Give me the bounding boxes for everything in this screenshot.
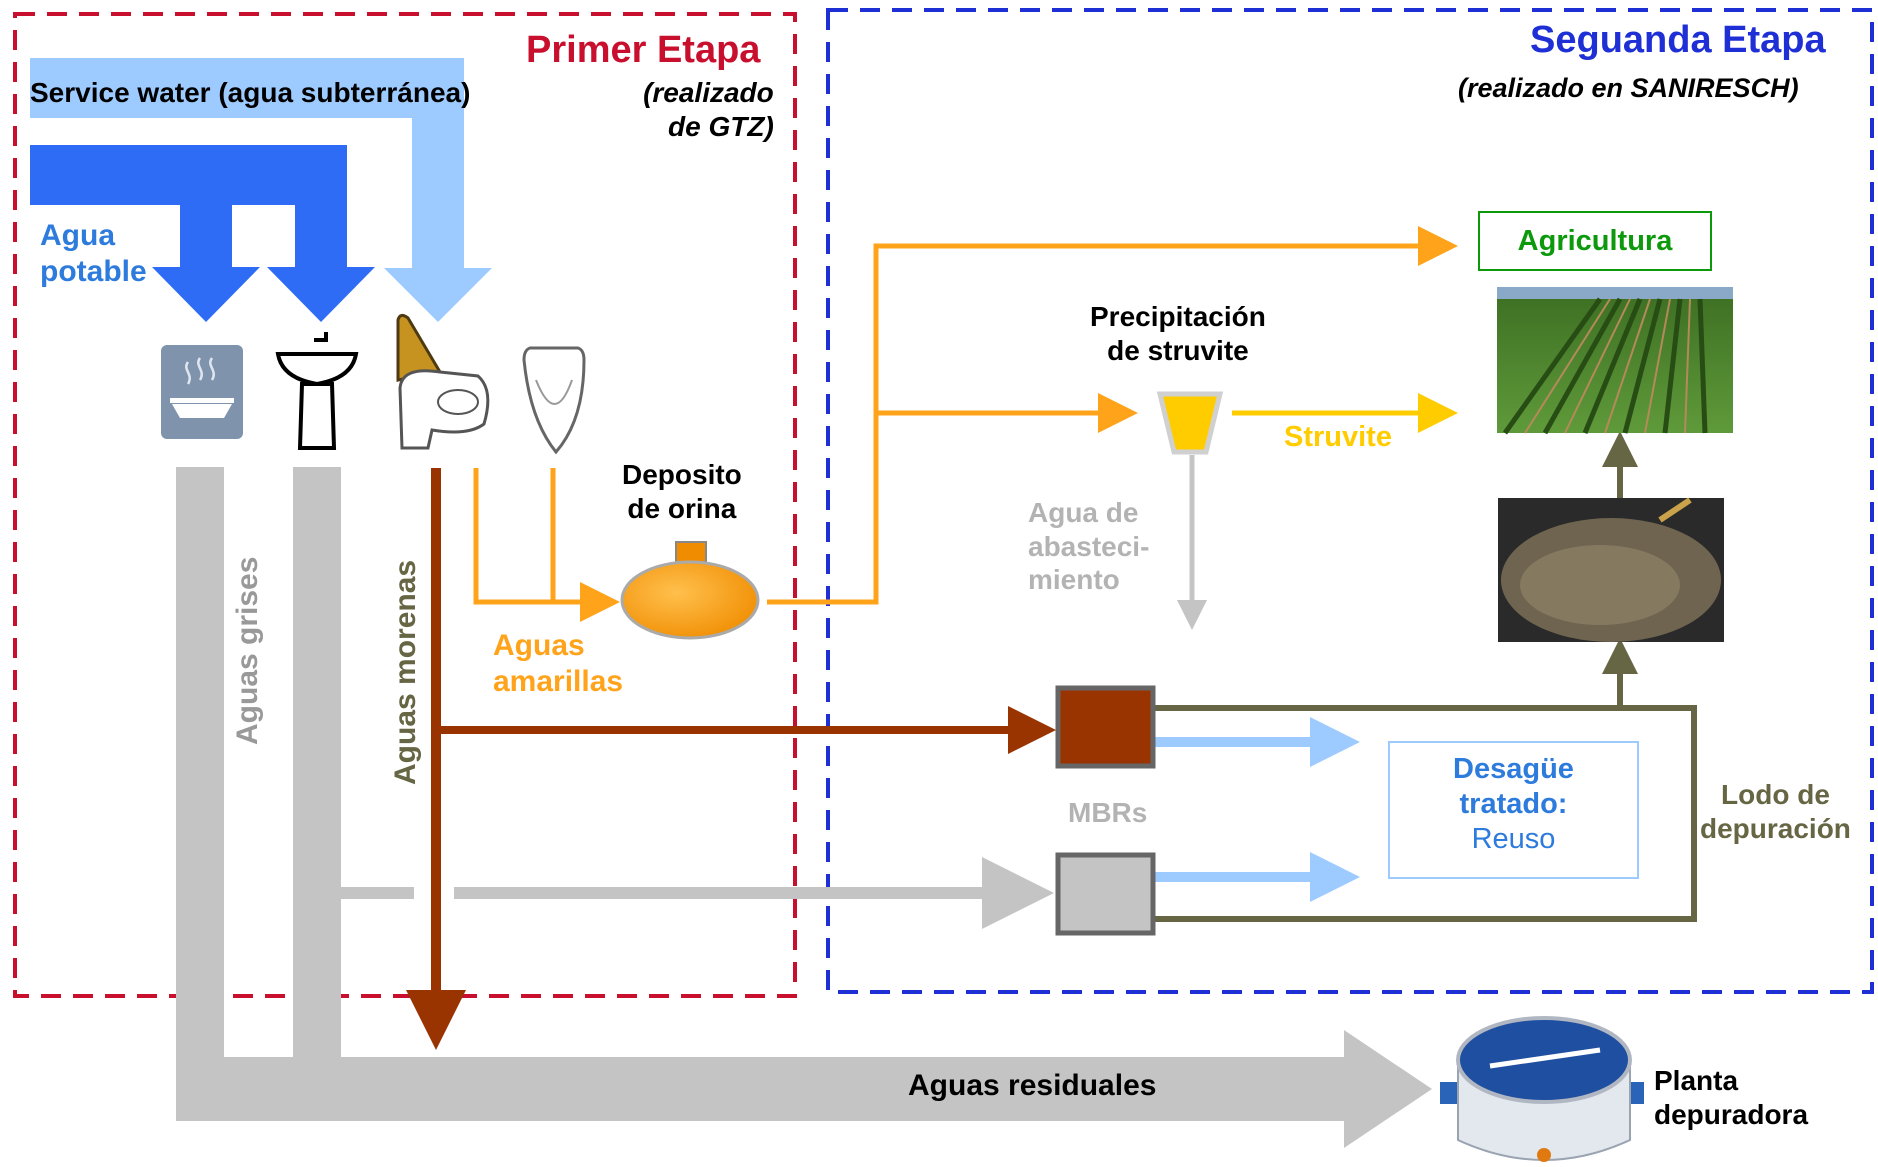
sludge-photo [1498,497,1724,642]
kitchen-sink-icon [161,345,243,439]
agricultura-label: Agricultura [1517,225,1673,257]
stage2-title: Seguanda Etapa [1530,19,1826,61]
treated-water-flow [1153,717,1360,902]
mbr-brown-box [1055,685,1156,769]
planta-depuradora-label: Planta depuradora [1654,1064,1808,1131]
mbr-grey-box [1055,852,1156,936]
stage2-border [826,8,1874,994]
stage1-subtitle-line1: (realizado [643,77,774,108]
precipitacion-line1: Precipitación [1090,301,1266,332]
service-water-flow [30,58,492,322]
stage2-subtitle: (realizado en SANIRESCH) [1458,73,1799,103]
agua-abastecimiento-label: Agua de abasteci- miento [1028,496,1149,597]
yellow-water-flow [473,226,1458,622]
lodo-line2: depuración [1700,812,1851,844]
agua-abast-line2: abasteci- [1028,530,1150,562]
grey-water-flow [176,467,1432,1148]
aguas-amarillas-label: Aguas amarillas [493,628,623,700]
urine-diverting-toilet-icon [396,313,490,450]
treatment-plant-icon [1440,1016,1644,1162]
washbasin-icon [275,332,359,450]
stage1-subtitle: (realizado de GTZ) [634,76,774,143]
potable-water-flow [30,145,375,322]
urine-tank-icon [620,541,760,640]
stage1-border [13,12,797,998]
precipitacion-label: Precipitación de struvite [1090,300,1266,367]
struvite-funnel-icon [1156,391,1224,455]
aguas-amarillas-line1: Aguas [493,629,585,662]
struvite-label: Struvite [1284,421,1392,453]
agua-potable-line2: potable [40,255,147,288]
stage1-title: Primer Etapa [526,29,761,71]
aguas-morenas-label: Aguas morenas [389,559,422,785]
brown-water-flow [406,468,1056,1050]
aguas-grises-label: Aguas grises [231,556,264,745]
agua-potable-label: Agua potable [40,218,147,290]
agua-abast-line3: miento [1028,564,1120,596]
treated-water-box [1388,741,1639,879]
desague-line1: Desagüe [1453,753,1574,785]
lodo-label: Lodo de depuración [1700,778,1851,845]
sludge-flow [1153,431,1697,922]
aguas-amarillas-line2: amarillas [493,665,624,698]
deposito-line1: Deposito [622,459,742,490]
mbrs-label: MBRs [1068,797,1148,828]
aguas-residuales-label: Aguas residuales [908,1069,1157,1102]
precipitacion-line2: de struvite [1107,334,1249,366]
urinal-icon [522,346,586,455]
service-water-label: Service water (agua subterránea) [30,77,471,108]
deposito-label: Deposito de orina [622,458,742,525]
desague-line3: Reuso [1471,822,1556,855]
agricultura-box [1478,211,1712,271]
planta-line1: Planta [1654,1065,1739,1096]
stage1-subtitle-line2: de GTZ) [668,110,774,142]
planta-line2: depuradora [1654,1098,1809,1130]
agriculture-field-photo [1497,287,1733,435]
agua-potable-line1: Agua [40,219,115,252]
agua-abast-line1: Agua de [1028,497,1139,528]
deposito-line2: de orina [627,492,737,524]
desague-line2: tratado: [1459,787,1568,820]
lodo-line1: Lodo de [1721,779,1830,810]
desague-label: Desagüe tratado: Reuso [1389,752,1638,856]
